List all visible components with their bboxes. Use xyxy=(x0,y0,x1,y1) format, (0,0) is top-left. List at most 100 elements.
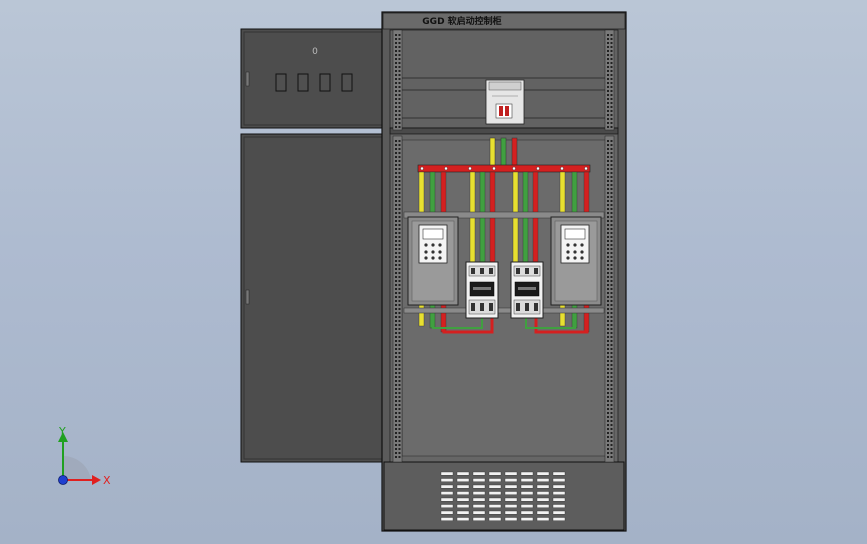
vent-slot xyxy=(456,478,470,482)
rail-hole xyxy=(398,184,401,186)
rail-hole xyxy=(398,380,401,382)
rail-hole xyxy=(607,78,609,80)
rail-hole xyxy=(395,288,397,290)
rail-hole xyxy=(610,216,613,218)
rail-hole xyxy=(607,144,609,146)
busbar-bolt xyxy=(444,166,448,171)
rail-hole xyxy=(610,388,613,390)
vent-slot xyxy=(440,510,454,515)
rail-hole xyxy=(610,264,613,266)
rail-hole xyxy=(610,344,613,346)
rail-hole xyxy=(395,420,397,422)
rail-hole xyxy=(398,118,401,120)
rail-hole xyxy=(610,38,613,40)
busbar-bolt xyxy=(492,166,496,171)
soft-starter-right xyxy=(550,216,602,306)
rail-hole xyxy=(398,400,401,402)
din-rail xyxy=(403,307,605,314)
rail-hole xyxy=(607,180,609,182)
vent-slot xyxy=(456,471,470,476)
vent-slot xyxy=(536,478,550,482)
cabinet-title: GGD 软启动控制柜 xyxy=(422,15,501,27)
rail-hole xyxy=(395,452,397,454)
vent-slot xyxy=(520,478,534,482)
rail-hole xyxy=(607,408,609,410)
rail-hole xyxy=(395,42,397,44)
rail-hole xyxy=(610,204,613,206)
rail-hole xyxy=(398,248,401,250)
title-strip xyxy=(382,12,626,30)
door-window xyxy=(319,73,331,92)
rail-hole xyxy=(607,332,609,334)
rail-hole xyxy=(395,276,397,278)
soft-starter-left xyxy=(407,216,459,306)
rail-hole xyxy=(398,46,401,48)
vent-slot xyxy=(456,510,470,515)
rail xyxy=(604,29,615,131)
rail-hole xyxy=(395,156,397,158)
vent-slot xyxy=(536,471,550,476)
rail-hole xyxy=(395,176,397,178)
rail-hole xyxy=(398,408,401,410)
rail-hole xyxy=(610,168,613,170)
rail-hole xyxy=(395,148,397,150)
rail-hole xyxy=(607,46,609,48)
rail-hole xyxy=(607,70,609,72)
vent-slot xyxy=(536,510,550,515)
rail-hole xyxy=(610,34,613,36)
rail-hole xyxy=(395,118,397,120)
rail-hole xyxy=(610,70,613,72)
vent-slot xyxy=(520,471,534,476)
rail-hole xyxy=(398,102,401,104)
rail xyxy=(392,135,403,463)
rail-hole xyxy=(607,204,609,206)
rail-hole xyxy=(607,114,609,116)
vent-slot xyxy=(472,484,486,489)
rail-hole xyxy=(610,432,613,434)
rail-hole xyxy=(398,216,401,218)
rail-hole xyxy=(610,54,613,56)
rail-hole xyxy=(395,90,397,92)
rail-hole xyxy=(395,78,397,80)
rail-hole xyxy=(607,188,609,190)
rail-hole xyxy=(398,372,401,374)
rail-hole xyxy=(610,424,613,426)
busbar-bolt xyxy=(512,166,516,171)
rail-hole xyxy=(610,94,613,96)
rail-hole xyxy=(395,232,397,234)
rail-hole xyxy=(607,126,609,128)
rail-hole xyxy=(395,404,397,406)
rail-hole xyxy=(398,384,401,386)
rail-hole xyxy=(398,376,401,378)
rail-hole xyxy=(607,118,609,120)
rail-hole xyxy=(607,58,609,60)
rail-hole xyxy=(398,368,401,370)
rail-hole xyxy=(610,240,613,242)
vent-slot xyxy=(488,484,502,489)
rail-hole xyxy=(395,356,397,358)
rail-hole xyxy=(395,392,397,394)
rail-hole xyxy=(395,448,397,450)
rail-hole xyxy=(607,280,609,282)
rail-hole xyxy=(610,396,613,398)
rail-hole xyxy=(395,224,397,226)
rail-hole xyxy=(607,260,609,262)
rail-hole xyxy=(607,424,609,426)
rail-hole xyxy=(607,288,609,290)
rail-hole xyxy=(610,304,613,306)
vent-slot xyxy=(488,497,502,502)
rail-hole xyxy=(607,412,609,414)
lower-door xyxy=(240,133,392,463)
rail-hole xyxy=(607,376,609,378)
rail-hole xyxy=(395,268,397,270)
rail-hole xyxy=(607,436,609,438)
rail-hole xyxy=(607,380,609,382)
din-rail xyxy=(403,211,605,219)
rail-hole xyxy=(395,372,397,374)
rail-hole xyxy=(610,348,613,350)
rail-hole xyxy=(398,332,401,334)
vent-slot xyxy=(472,510,486,515)
rail-hole xyxy=(610,224,613,226)
rail-hole xyxy=(398,66,401,68)
vent-slot xyxy=(472,504,486,508)
